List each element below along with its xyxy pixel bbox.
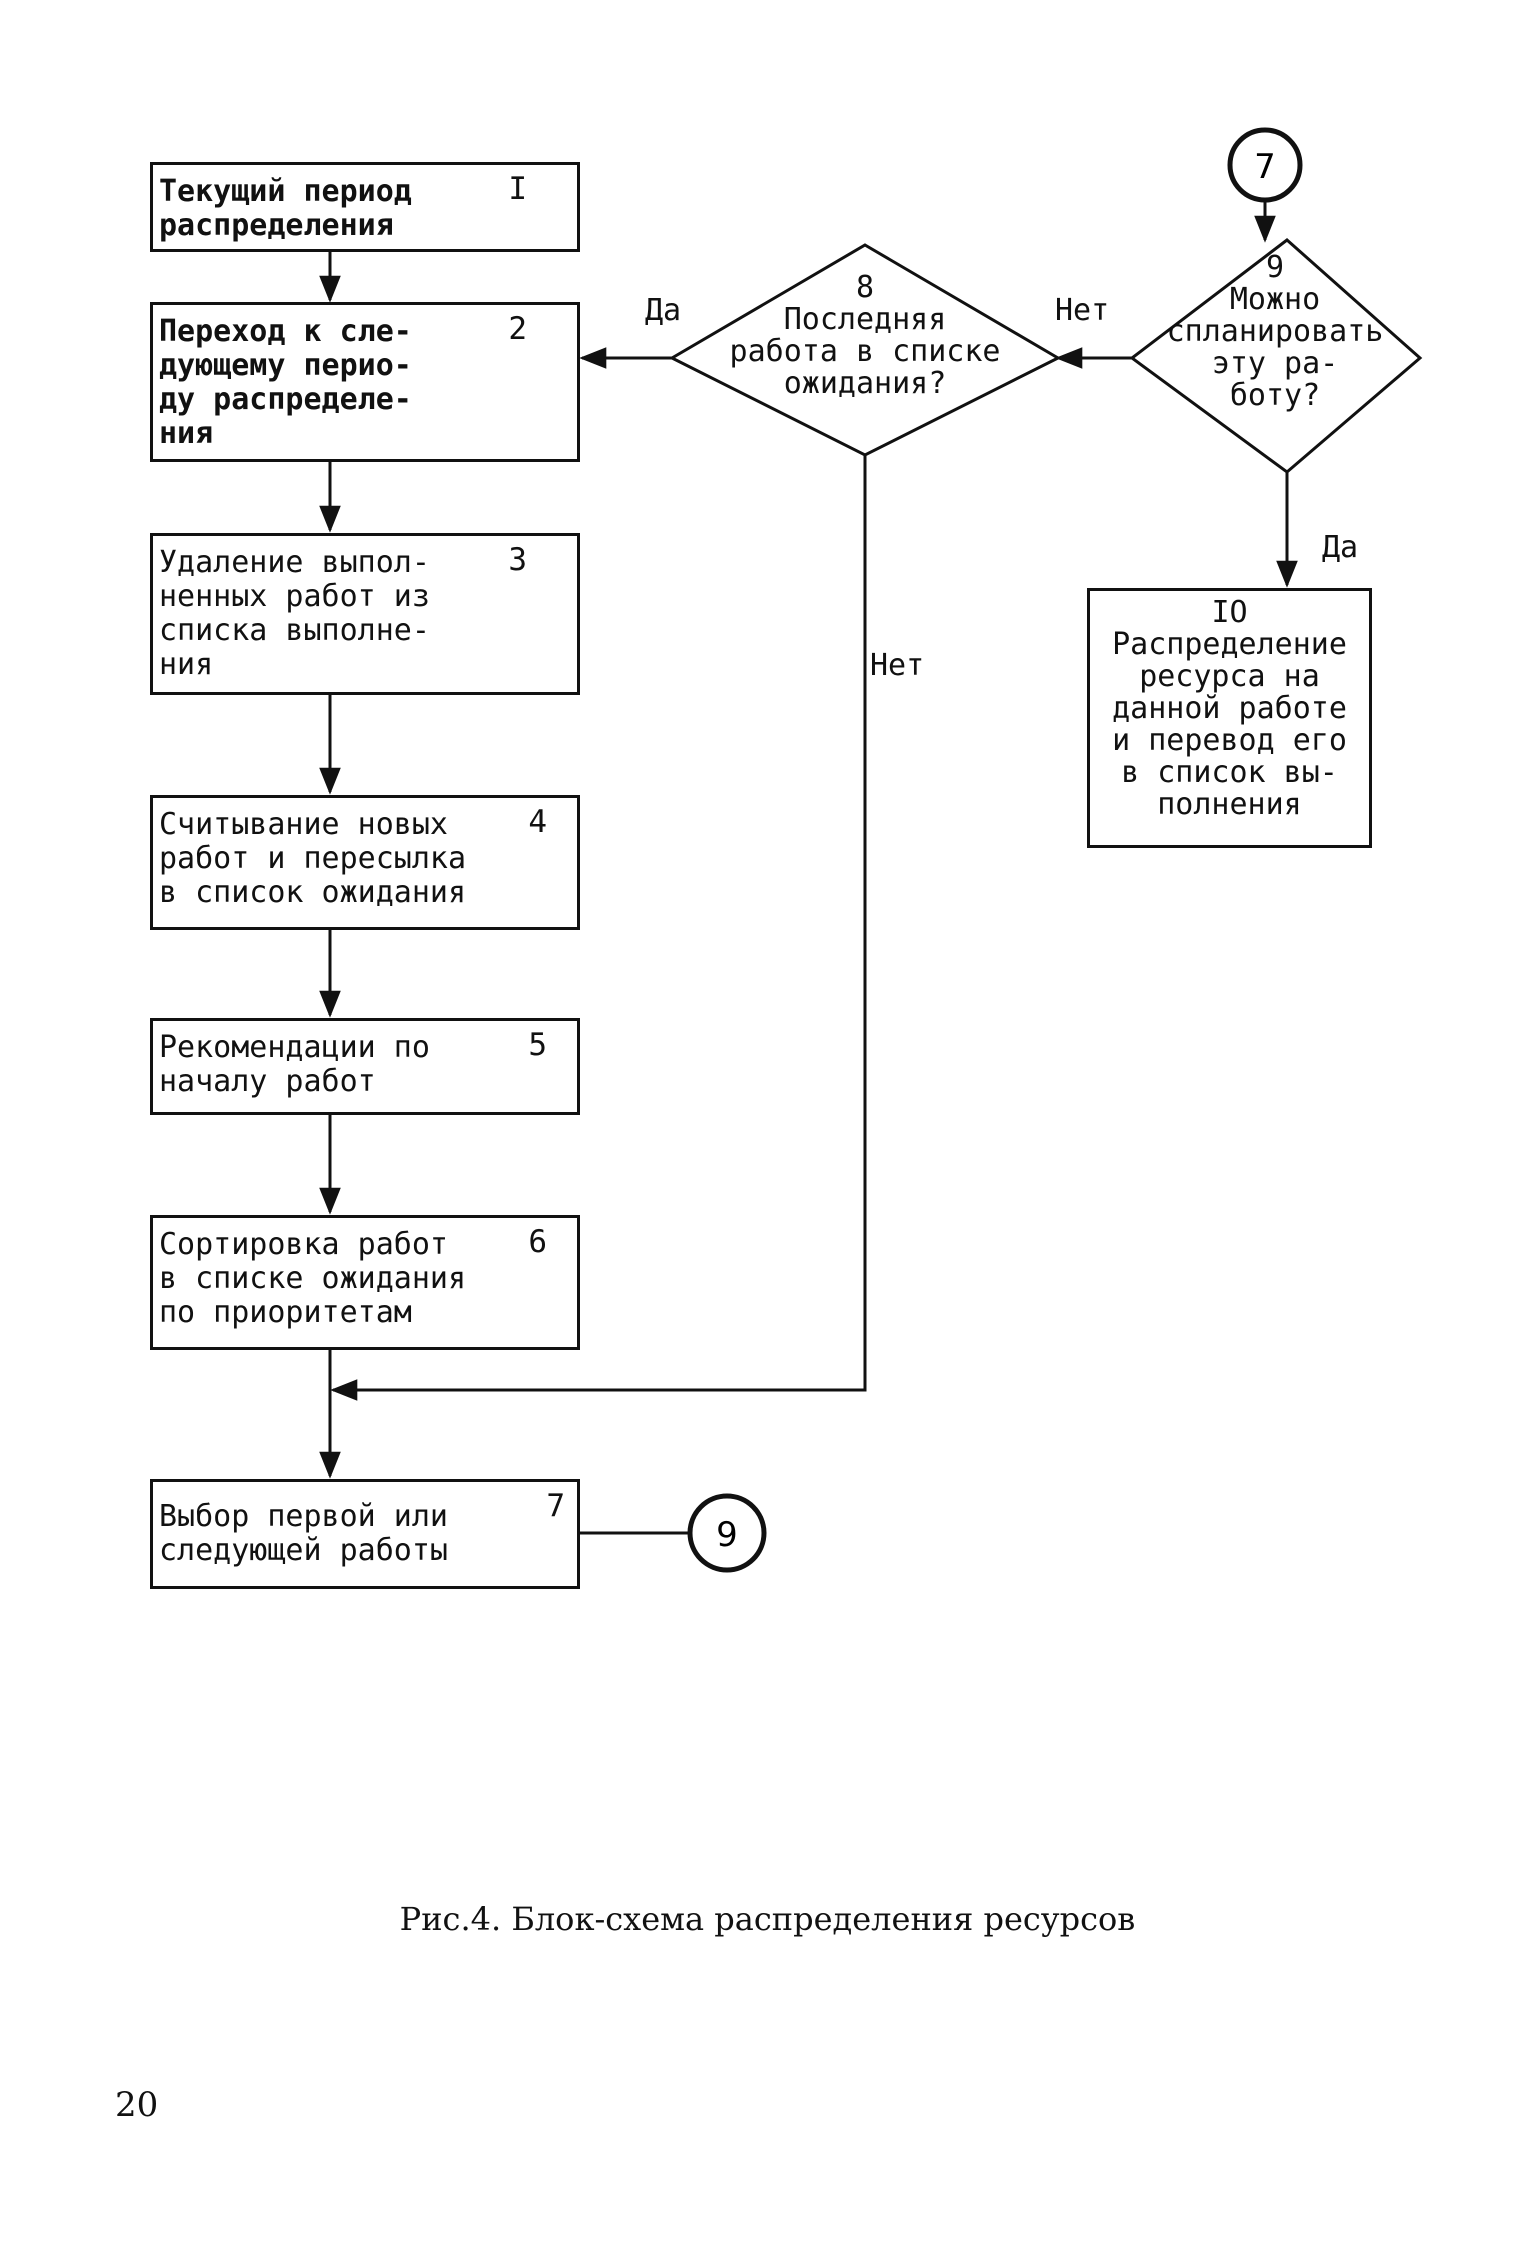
decision-8-shape bbox=[668, 243, 1062, 457]
process-box-4-number: 4 bbox=[528, 804, 547, 840]
process-box-6-number: 6 bbox=[528, 1224, 547, 1260]
process-box-1-text: Текущий период распределения bbox=[159, 174, 412, 243]
label-no-down: Нет bbox=[870, 648, 925, 683]
process-box-7-text: Выбор первой или следующей работы bbox=[159, 1499, 448, 1568]
process-box-3-text: Удаление выпол- ненных работ из списка в… bbox=[159, 545, 430, 682]
loop-d8-nо bbox=[340, 455, 867, 1392]
process-box-1-number: I bbox=[508, 171, 527, 207]
decision-8-text: 8 Последняя работа в списке ожидания? bbox=[729, 270, 1001, 401]
decision-9-text: 9 Можно спланировать эту ра- боту? bbox=[1166, 250, 1384, 413]
label-yes-left: Да bbox=[645, 293, 682, 328]
process-box-3-number: 3 bbox=[508, 542, 527, 578]
process-box-2-text: Переход к сле- дующему перио- ду распред… bbox=[159, 314, 412, 451]
process-box-5-number: 5 bbox=[528, 1027, 547, 1063]
process-box-2-number: 2 bbox=[508, 311, 527, 347]
label-yes-right: Да bbox=[1322, 530, 1359, 565]
connector-9-circle bbox=[687, 1493, 767, 1573]
figure-caption: Рис.4. Блок-схема распределения ресурсов bbox=[399, 1900, 1136, 1938]
process-box-7: Выбор первой или следующей работы 7 bbox=[150, 1479, 580, 1589]
process-box-4: Считывание новых работ и пересылка в спи… bbox=[150, 795, 580, 930]
connector-9-label: 9 bbox=[716, 1515, 738, 1555]
process-box-5: Рекомендации по началу работ 5 bbox=[150, 1018, 580, 1115]
connector-7-label: 7 bbox=[1254, 147, 1276, 187]
process-box-3: Удаление выпол- ненных работ из списка в… bbox=[150, 533, 580, 695]
process-box-6-text: Сортировка работ в списке ожидания по пр… bbox=[159, 1227, 467, 1330]
decision-9-shape bbox=[1129, 238, 1423, 474]
process-box-1: Текущий период распределения I bbox=[150, 162, 580, 252]
process-box-5-text: Рекомендации по началу работ bbox=[159, 1030, 430, 1099]
page-number: 20 bbox=[115, 2085, 159, 2125]
process-box-7-number: 7 bbox=[546, 1488, 565, 1524]
label-no-top: Нет bbox=[1055, 293, 1110, 328]
process-box-10-text: IO Распределение ресурса на данной работ… bbox=[1112, 595, 1347, 822]
process-box-4-text: Считывание новых работ и пересылка в спи… bbox=[159, 807, 467, 910]
process-box-10: IO Распределение ресурса на данной работ… bbox=[1087, 588, 1372, 848]
process-box-2: Переход к сле- дующему перио- ду распред… bbox=[150, 302, 580, 462]
process-box-6: Сортировка работ в списке ожидания по пр… bbox=[150, 1215, 580, 1350]
connector-7-circle bbox=[1227, 127, 1303, 203]
